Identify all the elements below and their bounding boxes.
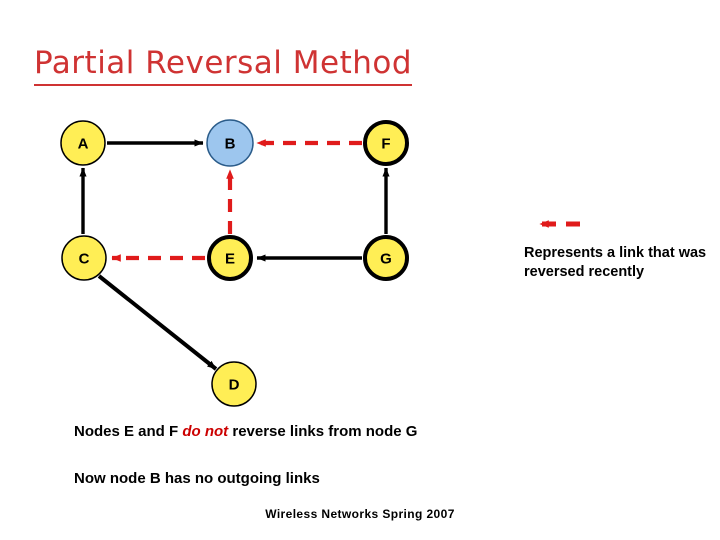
node-c-label: C bbox=[79, 251, 90, 268]
node-b-circle[interactable] bbox=[206, 119, 254, 167]
node-g[interactable]: G bbox=[363, 235, 409, 281]
node-d-circle[interactable] bbox=[211, 361, 257, 407]
page-title: Partial Reversal Method bbox=[34, 45, 413, 86]
node-b[interactable]: B bbox=[206, 119, 254, 167]
note-line-1-emphasis: do not bbox=[182, 423, 229, 440]
note-line-1: Nodes E and F do not reverse links from … bbox=[74, 423, 417, 440]
node-a-circle[interactable] bbox=[60, 120, 106, 166]
node-a[interactable]: A bbox=[60, 120, 106, 166]
edge-c-to-d bbox=[97, 274, 218, 371]
graph-nodes: A B F C E G bbox=[60, 119, 409, 407]
node-b-label: B bbox=[225, 136, 236, 153]
note-line-1-part-1: Nodes E and F bbox=[74, 423, 183, 440]
legend-text: Represents a link that was reversed rece… bbox=[524, 245, 707, 281]
node-e-label: E bbox=[225, 251, 235, 268]
note-line-1-part-2: reverse links from node G bbox=[228, 423, 418, 440]
note-line-2: Now node B has no outgoing links bbox=[74, 470, 320, 487]
graph-edges bbox=[79, 139, 390, 371]
node-g-circle[interactable] bbox=[363, 235, 409, 281]
node-g-label: G bbox=[380, 251, 392, 268]
node-f-circle[interactable] bbox=[363, 120, 409, 166]
node-d[interactable]: D bbox=[211, 361, 257, 407]
node-e[interactable]: E bbox=[207, 235, 253, 281]
node-f-label: F bbox=[381, 136, 390, 153]
node-e-circle[interactable] bbox=[207, 235, 253, 281]
node-f[interactable]: F bbox=[363, 120, 409, 166]
node-c[interactable]: C bbox=[61, 235, 107, 281]
footer-text: Wireless Networks Spring 2007 bbox=[265, 507, 455, 521]
node-a-label: A bbox=[78, 136, 89, 153]
node-c-circle[interactable] bbox=[61, 235, 107, 281]
node-d-label: D bbox=[229, 377, 240, 394]
